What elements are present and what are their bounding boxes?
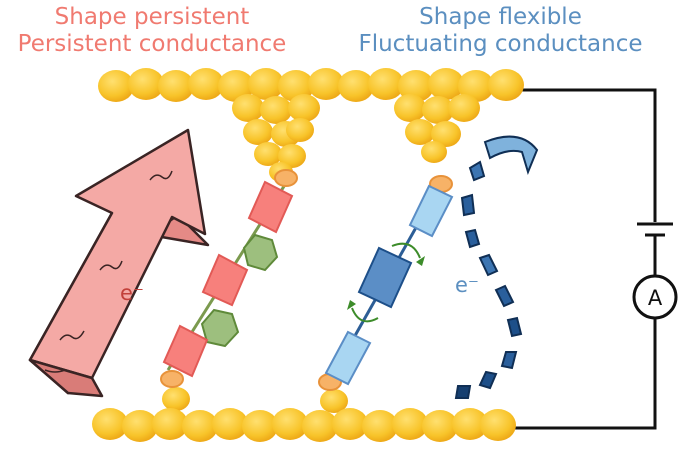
- ammeter-symbol: A: [648, 286, 663, 310]
- persistent-current-arrow: [28, 128, 210, 398]
- bottom-gold-electrode: [92, 387, 516, 442]
- ammeter-icon: A: [632, 274, 678, 320]
- electron-label-left: e⁻: [120, 281, 144, 305]
- electron-label-right: e⁻: [455, 273, 479, 297]
- shape-persistent-line1: Shape persistent: [54, 4, 250, 30]
- shape-flexible-label: Shape flexible Fluctuating conductance: [338, 4, 663, 58]
- fluctuating-current-arrow: [454, 135, 539, 399]
- shape-flexible-line1: Shape flexible: [419, 4, 582, 30]
- circuit-wire: [505, 88, 657, 430]
- shape-flexible-molecule: [318, 175, 454, 391]
- top-gold-electrode: [98, 68, 524, 182]
- persistent-conductance-line2: Persistent conductance: [17, 31, 287, 57]
- fluctuating-conductance-line2: Fluctuating conductance: [358, 31, 643, 57]
- shape-persistent-molecule: [160, 169, 298, 388]
- shape-persistent-label: Shape persistent Persistent conductance: [8, 4, 296, 58]
- battery-icon: [637, 222, 673, 237]
